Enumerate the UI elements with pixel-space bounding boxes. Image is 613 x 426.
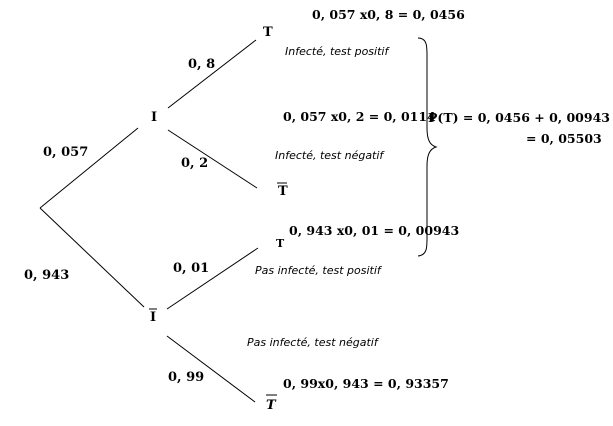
prob-not-T-given-not-I: 0, 99 <box>168 370 204 385</box>
branch-I-notT <box>167 129 258 189</box>
total-probability-result: = 0, 05503 <box>526 131 602 146</box>
prob-not-T-given-I: 0, 2 <box>181 156 208 171</box>
outcome-not-infected-positive: Pas infecté, test positif <box>255 264 383 277</box>
prob-I: 0, 057 <box>43 145 88 160</box>
outcome-infected-negative: Infecté, test négatif <box>275 149 385 162</box>
branch-notI-T <box>166 247 259 310</box>
prob-not-I: 0, 943 <box>24 268 69 283</box>
calc-not-infected-positive: 0, 943 x0, 01 = 0, 00943 <box>289 223 459 238</box>
node-not-I: I <box>150 310 156 325</box>
branch-I-T <box>167 39 257 109</box>
outcome-not-infected-negative: Pas infecté, test négatif <box>247 336 380 349</box>
branch-notI-notT <box>166 335 256 403</box>
grouping-brace <box>417 37 438 257</box>
node-not-T-2: T <box>266 398 277 413</box>
node-not-T-1: T <box>278 184 288 199</box>
branch-root-notI <box>39 207 145 308</box>
node-T-1: T <box>263 25 273 40</box>
branch-root-I <box>39 127 139 209</box>
prob-T-given-I: 0, 8 <box>188 57 215 72</box>
prob-T-given-not-I: 0, 01 <box>173 261 209 276</box>
node-I: I <box>151 110 157 125</box>
calc-infected-negative: 0, 057 x0, 2 = 0, 0114 <box>283 109 436 124</box>
calc-not-infected-negative: 0, 99x0, 943 = 0, 93357 <box>283 376 449 391</box>
calc-infected-positive: 0, 057 x0, 8 = 0, 0456 <box>312 7 465 22</box>
outcome-infected-positive: Infecté, test positif <box>285 45 390 58</box>
node-T-2: T <box>276 237 285 250</box>
total-probability: P(T) = 0, 0456 + 0, 00943 <box>428 110 610 125</box>
